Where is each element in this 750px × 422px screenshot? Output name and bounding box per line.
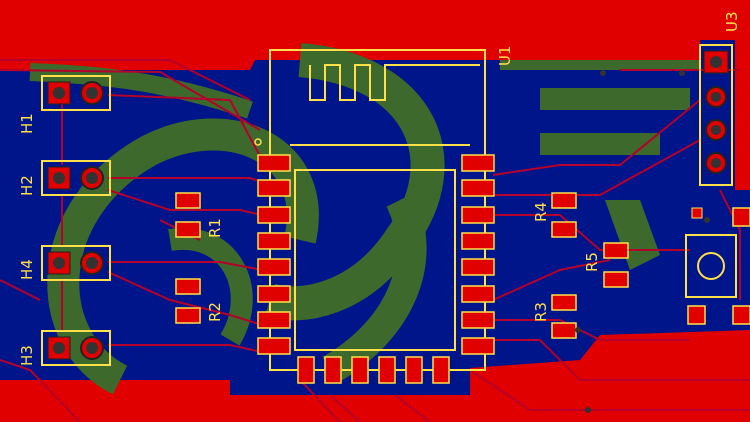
r1-label: R1	[206, 218, 224, 238]
h3-label: H3	[18, 345, 36, 366]
h1-header	[41, 75, 111, 111]
u1-label: U1	[496, 45, 514, 66]
h4-header	[41, 245, 111, 281]
u1-pads-bottom	[297, 356, 450, 384]
r2-resistor	[175, 278, 201, 324]
r1-resistor	[175, 192, 201, 238]
tactile-switch	[685, 207, 750, 325]
h1-label: H1	[18, 113, 36, 134]
u3-header	[699, 44, 733, 186]
ground-pour-blocks	[500, 60, 700, 270]
h2-label: H2	[18, 175, 36, 196]
h4-label: H4	[18, 259, 36, 280]
r4-label: R4	[532, 202, 550, 222]
r2-label: R2	[206, 302, 224, 322]
r5-label: R5	[583, 252, 601, 272]
r5-resistor	[603, 242, 629, 288]
u1-pads-right	[461, 154, 495, 355]
u1-pads-left	[257, 154, 291, 355]
u1-pin1-marker	[254, 138, 262, 146]
r3-label: R3	[532, 302, 550, 322]
u3-label: U3	[723, 11, 741, 32]
h3-header	[41, 330, 111, 366]
vias	[575, 70, 710, 413]
h2-header	[41, 160, 111, 196]
r4-resistor	[551, 192, 577, 238]
